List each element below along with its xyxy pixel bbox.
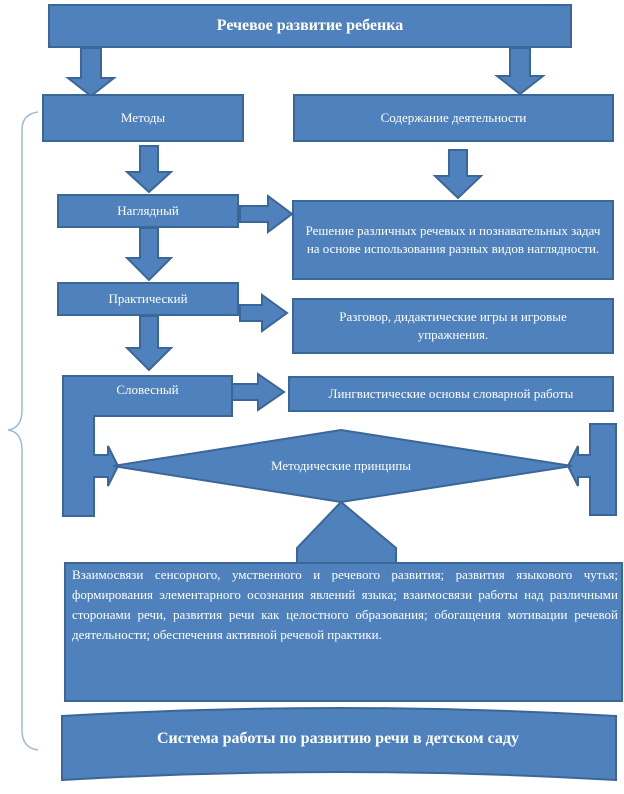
practical-desc-box: Разговор, дидактические игры и игровые у… <box>292 298 614 354</box>
arrow-down-icon <box>65 47 117 98</box>
principles-box <box>64 562 623 702</box>
verbal-label: Словесный <box>116 382 179 397</box>
left-brace <box>7 111 39 751</box>
practical-box: Практический <box>57 282 239 316</box>
arrow-down-icon <box>124 227 174 282</box>
bent-arrow-left <box>62 375 233 517</box>
page-title: Речевое развитие ребенка <box>48 4 572 48</box>
footer-banner <box>61 707 617 782</box>
visual-desc-box: Решение различных речевых и познавательн… <box>292 200 614 280</box>
arrow-right-icon <box>239 194 294 234</box>
footer-title: Система работы по развитию речи в детско… <box>157 730 519 747</box>
bent-arrow-right <box>566 423 617 516</box>
arrow-down-icon <box>432 149 484 200</box>
principles-text: Взаимосвязи сенсорного, умственного и ре… <box>72 567 618 642</box>
principles-diamond <box>112 428 573 504</box>
visual-box: Наглядный <box>57 194 239 228</box>
arrow-down-icon <box>494 47 546 96</box>
methods-box: Методы <box>42 94 244 142</box>
content-box: Содержание деятельности <box>293 94 614 142</box>
verbal-desc-box: Лингвистические основы словарной работы <box>288 376 614 412</box>
arrow-up-icon <box>254 500 397 566</box>
arrow-down-icon <box>124 315 174 372</box>
arrow-right-icon <box>231 372 286 412</box>
arrow-right-icon <box>239 293 289 333</box>
principles-label: Методические принципы <box>270 458 412 473</box>
arrow-down-icon <box>124 145 174 194</box>
